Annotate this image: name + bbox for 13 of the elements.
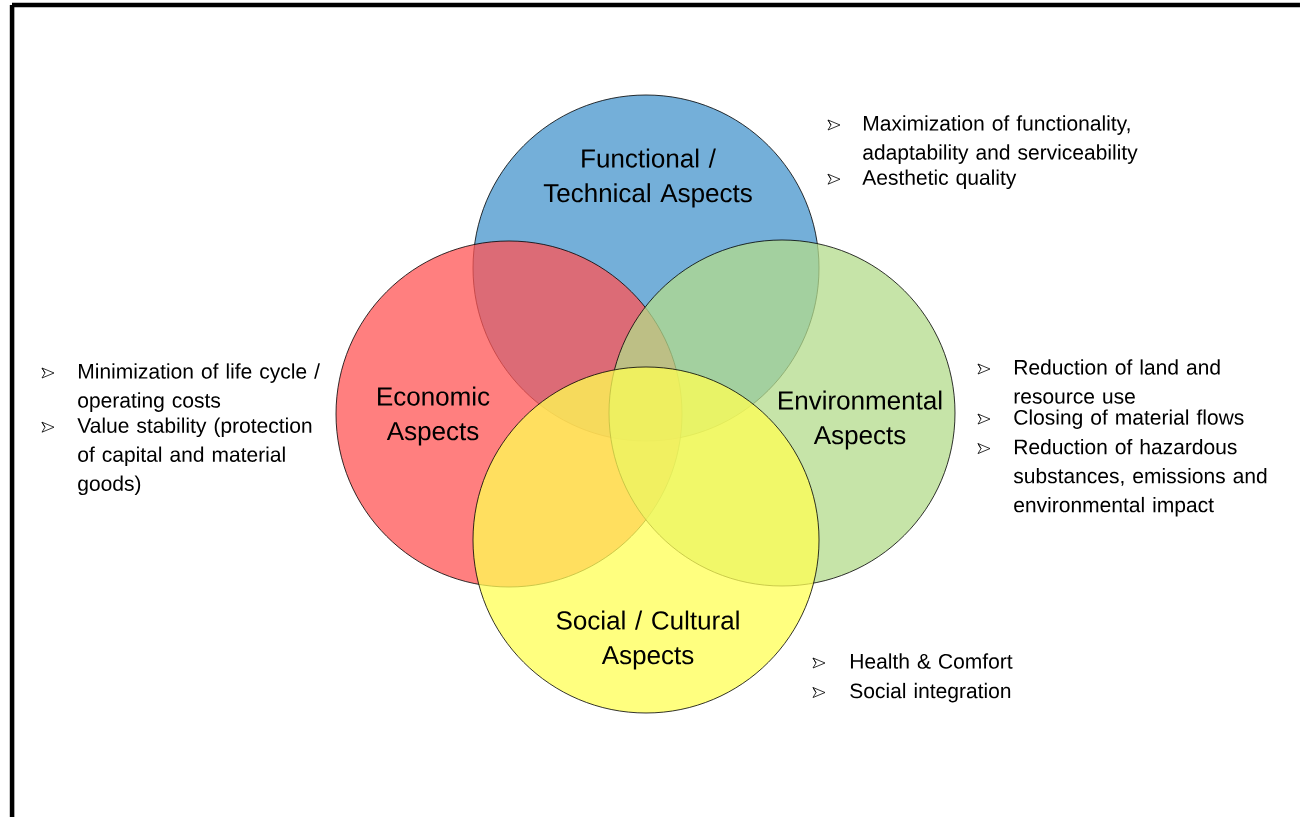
bullet-text: Maximization of functionality, adaptability and serviceability: [863, 115, 1138, 164]
bullet-text: Value stability (protection of capital and material goods): [77, 417, 312, 496]
bullet-text: Reduction of land and resource use: [1014, 359, 1220, 404]
bullet-text: Closing of material flows: [1014, 409, 1244, 429]
circle-label: Environmental Aspects: [779, 390, 942, 450]
circle-label: Economic Aspects: [378, 386, 490, 446]
circle-label: Functional / Technical Aspects: [543, 148, 752, 208]
bullet-text: Health & Comfort: [851, 653, 1013, 669]
bullet-text: Minimization of life cycle / operating costs: [78, 363, 320, 412]
bullet-text: Aesthetic quality: [862, 169, 1017, 190]
bullet-text: Social integration: [850, 682, 1011, 703]
circle-label: Social / Cultural Aspects: [556, 610, 739, 670]
bullet-text: Reduction of hazardous substances, emissions and environmental impact: [1013, 438, 1267, 517]
